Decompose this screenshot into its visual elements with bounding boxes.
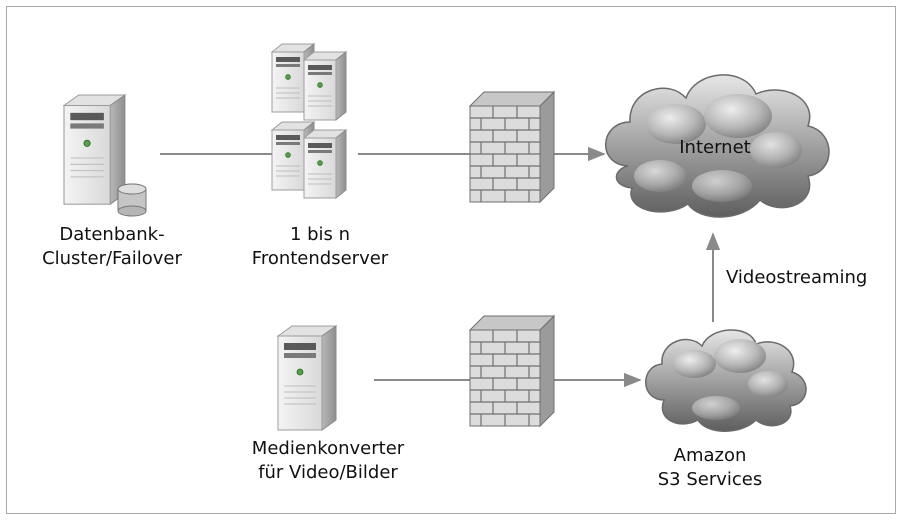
frontend-label: 1 bis n Frontendserver — [235, 223, 405, 271]
media-converter-label-line2: für Video/Bilder — [258, 462, 398, 483]
server-stack-icon — [271, 43, 347, 199]
internet-label: Internet — [679, 137, 751, 158]
firewall-icon-top — [469, 91, 555, 203]
db-server-label: Datenbank- Cluster/Failover — [22, 223, 202, 271]
db-server-label-line1: Datenbank- — [59, 224, 165, 245]
cloud-icon-internet — [604, 74, 830, 218]
media-converter-label-line1: Medienkonverter — [251, 438, 405, 459]
videostreaming-label: Videostreaming — [726, 267, 868, 288]
cloud-icon-s3 — [645, 329, 807, 432]
media-converter-label: Medienkonverter für Video/Bilder — [228, 437, 428, 485]
frontend-label-line1: 1 bis n — [289, 224, 351, 245]
s3-label-line2: S3 Services — [657, 469, 763, 490]
db-server-label-line2: Cluster/Failover — [42, 248, 182, 269]
server-icon — [277, 325, 337, 431]
firewall-icon-bottom — [469, 315, 555, 427]
s3-label: Amazon S3 Services — [630, 444, 790, 492]
server-with-database-icon — [63, 94, 147, 217]
frontend-label-line2: Frontendserver — [251, 248, 389, 269]
s3-label-line1: Amazon — [673, 445, 747, 466]
